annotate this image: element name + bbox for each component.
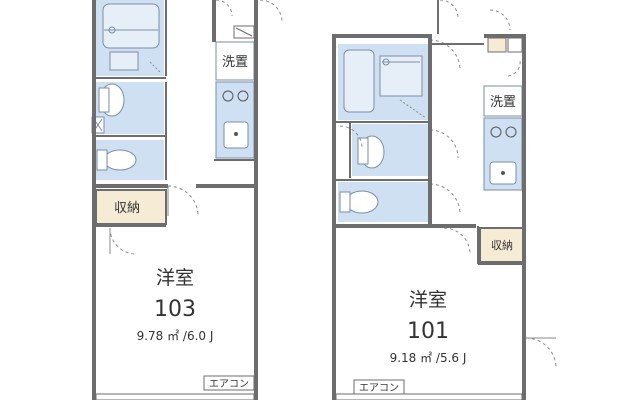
storage-label-103: 収納 (114, 201, 140, 216)
bathtub-103 (102, 3, 160, 49)
washer-label-103: 洗置 (222, 55, 248, 70)
storage-101 (479, 227, 525, 263)
room-type-103: 洋室 (156, 267, 194, 289)
unit-103: 収納 洗置 (91, 0, 283, 400)
aircon-101 (353, 379, 405, 395)
washer-label-101: 洗置 (490, 95, 516, 110)
room-number-101: 101 (407, 319, 449, 344)
washer-space-101 (483, 85, 523, 117)
storage-103 (95, 189, 167, 225)
sink-103 (109, 51, 139, 71)
storage-label-101: 収納 (491, 239, 513, 252)
washer-space-103 (215, 41, 255, 81)
room-area-101: 9.18 ㎡ /5.6 J (390, 351, 467, 365)
unit-101: 洗置 収納 (332, 0, 557, 400)
room-number-103: 103 (154, 297, 196, 322)
room-area-103: 9.78 ㎡ /6.0 J (137, 329, 214, 343)
room-type-101: 洋室 (409, 289, 447, 311)
aircon-label-101: エアコン (359, 383, 399, 394)
shower-101 (379, 55, 423, 97)
aircon-103 (203, 375, 255, 391)
aircon-label-103: エアコン (209, 379, 249, 390)
bathtub-101 (343, 49, 375, 113)
